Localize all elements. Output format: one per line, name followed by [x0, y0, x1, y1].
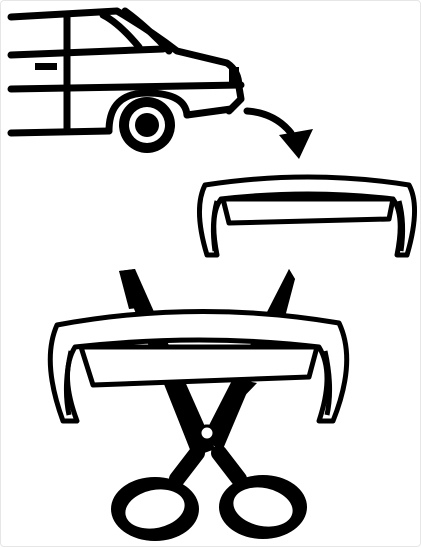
rear-bumper-icon	[199, 177, 414, 255]
tail-light-icon	[229, 67, 239, 85]
door-handle-icon	[35, 63, 57, 70]
scissors-handle-left	[111, 453, 199, 541]
curved-arrow-icon	[247, 111, 313, 159]
scissors-handle-right	[219, 453, 307, 539]
rear-bumper-icon	[50, 311, 346, 421]
wheel-icon	[119, 97, 175, 153]
